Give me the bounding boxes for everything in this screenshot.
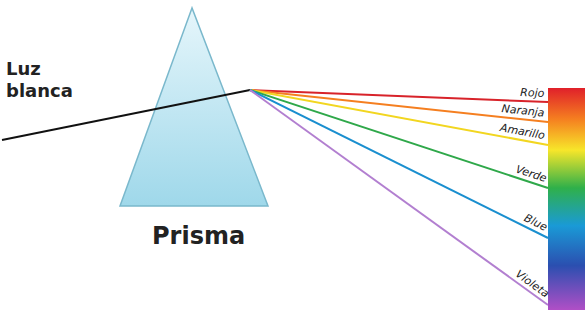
spectrum-bar <box>548 88 585 310</box>
prism <box>120 8 268 206</box>
color-label: Rojo <box>520 86 545 100</box>
spectrum-rays <box>250 90 548 305</box>
color-label: Amarillo <box>499 121 546 142</box>
light-label: Luz blanca <box>6 58 86 102</box>
prism-label: Prisma <box>152 222 245 250</box>
color-label: Blue <box>522 212 550 234</box>
